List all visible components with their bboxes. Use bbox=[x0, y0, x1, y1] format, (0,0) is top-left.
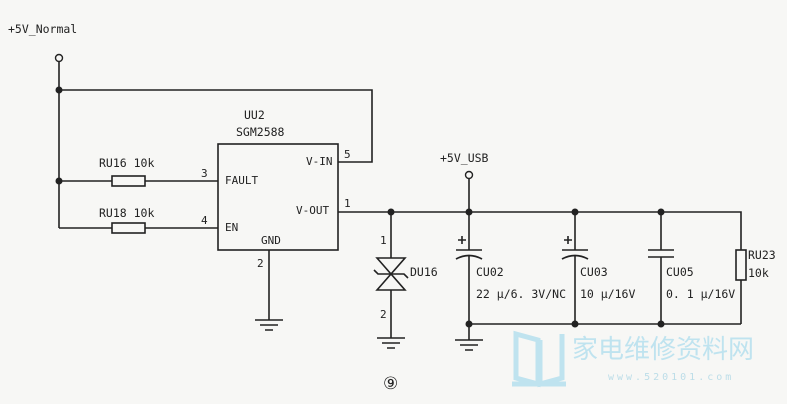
net-terminal-5v-normal bbox=[54, 53, 64, 63]
net-label-5v-usb: +5V_USB bbox=[440, 151, 489, 165]
cu05-value: 0. 1 μ/16V bbox=[666, 287, 735, 301]
net-label-5v-normal: +5V_Normal bbox=[8, 22, 77, 36]
diode-ref: DU16 bbox=[410, 265, 438, 279]
net-5v-normal: +5V_Normal bbox=[8, 22, 373, 228]
pin-name-gnd: GND bbox=[261, 234, 281, 247]
pin-number-vout: 1 bbox=[344, 197, 351, 210]
resistor-ru18: RU18 10k bbox=[59, 206, 218, 234]
vout-rail bbox=[338, 211, 742, 250]
watermark-text: 家电维修资料网 bbox=[572, 335, 754, 365]
watermark-url: www.520101.com bbox=[608, 372, 734, 383]
ru18-label: RU18 10k bbox=[99, 206, 154, 220]
diode-pin2: 2 bbox=[380, 308, 387, 321]
watermark-logo-icon bbox=[512, 330, 566, 388]
diode-du16: 1 2 DU16 bbox=[373, 212, 438, 349]
pin-number-fault: 3 bbox=[201, 167, 208, 180]
cu03-value: 10 μ/16V bbox=[580, 287, 635, 301]
pin-number-gnd: 2 bbox=[257, 257, 264, 270]
net-terminal-5v-usb bbox=[464, 170, 474, 180]
cu02-ref: CU02 bbox=[476, 265, 504, 279]
cu05-ref: CU05 bbox=[666, 265, 694, 279]
diode-pin1: 1 bbox=[380, 234, 387, 247]
pin-number-vin: 5 bbox=[344, 148, 351, 161]
cu02-value: 22 μ/6. 3V/NC bbox=[476, 287, 566, 301]
ground-symbol-ic bbox=[255, 250, 283, 331]
ic-ref: UU2 bbox=[244, 108, 265, 122]
ru23-ref: RU23 bbox=[748, 248, 776, 262]
pin-name-fault: FAULT bbox=[225, 174, 258, 187]
ic-body bbox=[217, 143, 339, 251]
ic-part: SGM2588 bbox=[236, 125, 285, 139]
capacitor-cu05: CU05 0. 1 μ/16V bbox=[648, 212, 735, 324]
pin-name-vin: V-IN bbox=[306, 155, 333, 168]
resistor-ru23: RU23 10k bbox=[735, 248, 776, 324]
ground-symbol-caps bbox=[455, 324, 483, 351]
resistor-ru16: RU16 10k bbox=[59, 156, 218, 187]
capacitor-cu03: CU03 10 μ/16V bbox=[561, 212, 635, 324]
pin-name-en: EN bbox=[225, 221, 238, 234]
ic-uu2: UU2 SGM2588 V-IN FAULT EN V-OUT GND 5 3 … bbox=[201, 108, 351, 270]
net-5v-usb: +5V_USB bbox=[440, 151, 489, 212]
cu03-ref: CU03 bbox=[580, 265, 608, 279]
pin-name-vout: V-OUT bbox=[296, 204, 329, 217]
figure-number: ⑨ bbox=[383, 374, 398, 394]
ru23-value: 10k bbox=[748, 266, 769, 280]
capacitor-cu02: CU02 22 μ/6. 3V/NC bbox=[455, 212, 566, 324]
pin-number-en: 4 bbox=[201, 214, 208, 227]
ru16-label: RU16 10k bbox=[99, 156, 154, 170]
